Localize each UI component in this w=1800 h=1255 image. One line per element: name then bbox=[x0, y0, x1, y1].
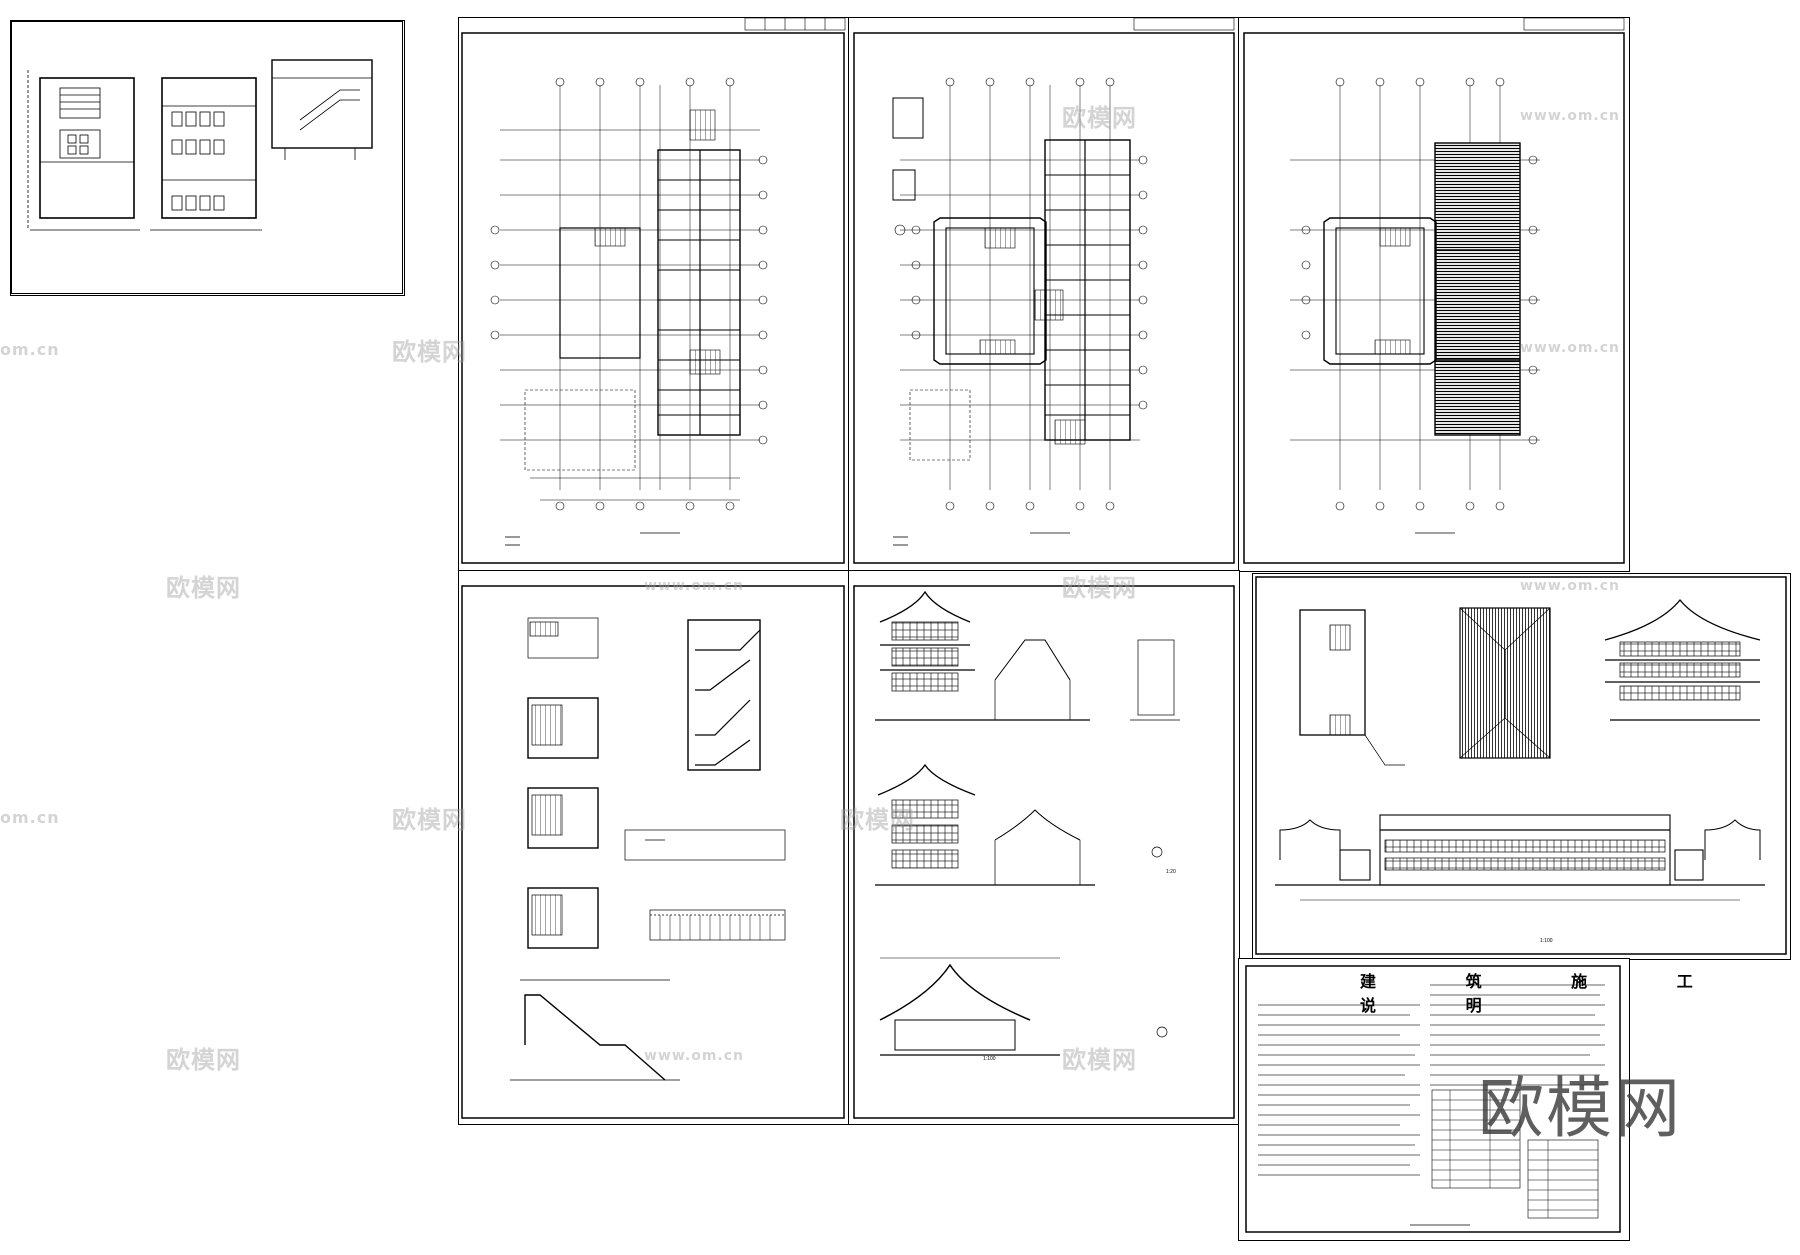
watermark-brand: 欧模网 bbox=[1062, 1046, 1137, 1074]
stair-details-drawing bbox=[461, 585, 845, 1119]
elevations-drawing bbox=[1255, 576, 1787, 955]
watermark-logo: 欧模网 bbox=[1478, 1070, 1682, 1147]
scale-label-elevation: 1:100 bbox=[1540, 938, 1553, 944]
watermark-url: www.om.cn bbox=[1520, 340, 1621, 356]
scale-label-sections: 1:100 bbox=[983, 1056, 996, 1062]
sections-drawing bbox=[853, 585, 1235, 1119]
toilet-plan-drawings bbox=[27, 59, 373, 231]
construction-notes-drawing bbox=[1245, 965, 1621, 1233]
watermark-brand: 欧模网 bbox=[166, 1046, 241, 1074]
floor-plan-1-drawing bbox=[461, 17, 846, 564]
roof-plan-drawing bbox=[1243, 17, 1625, 564]
watermark-short: om.cn bbox=[0, 808, 60, 827]
construction-notes-title: 建 筑 施 工 说 明 bbox=[1360, 972, 1735, 1015]
watermark-url: www.om.cn bbox=[644, 1048, 745, 1064]
watermark-brand: 欧模网 bbox=[392, 338, 467, 366]
watermark-short: om.cn bbox=[0, 340, 60, 359]
watermark-url: www.om.cn bbox=[1520, 108, 1621, 124]
sheet-floor-plan-1 bbox=[458, 17, 850, 572]
watermark-brand: 欧模网 bbox=[392, 806, 467, 834]
scale-label-detail: 1:20 bbox=[1166, 869, 1176, 875]
watermark-url: www.om.cn bbox=[1520, 578, 1621, 594]
sheet-roof-plan bbox=[1238, 17, 1630, 572]
watermark-brand: 欧模网 bbox=[840, 806, 915, 834]
watermark-brand: 欧模网 bbox=[1062, 104, 1137, 132]
floor-plan-2-drawing bbox=[853, 17, 1235, 564]
watermark-brand: 欧模网 bbox=[166, 574, 241, 602]
watermark-url: www.om.cn bbox=[644, 578, 745, 594]
watermark-brand: 欧模网 bbox=[1062, 574, 1137, 602]
